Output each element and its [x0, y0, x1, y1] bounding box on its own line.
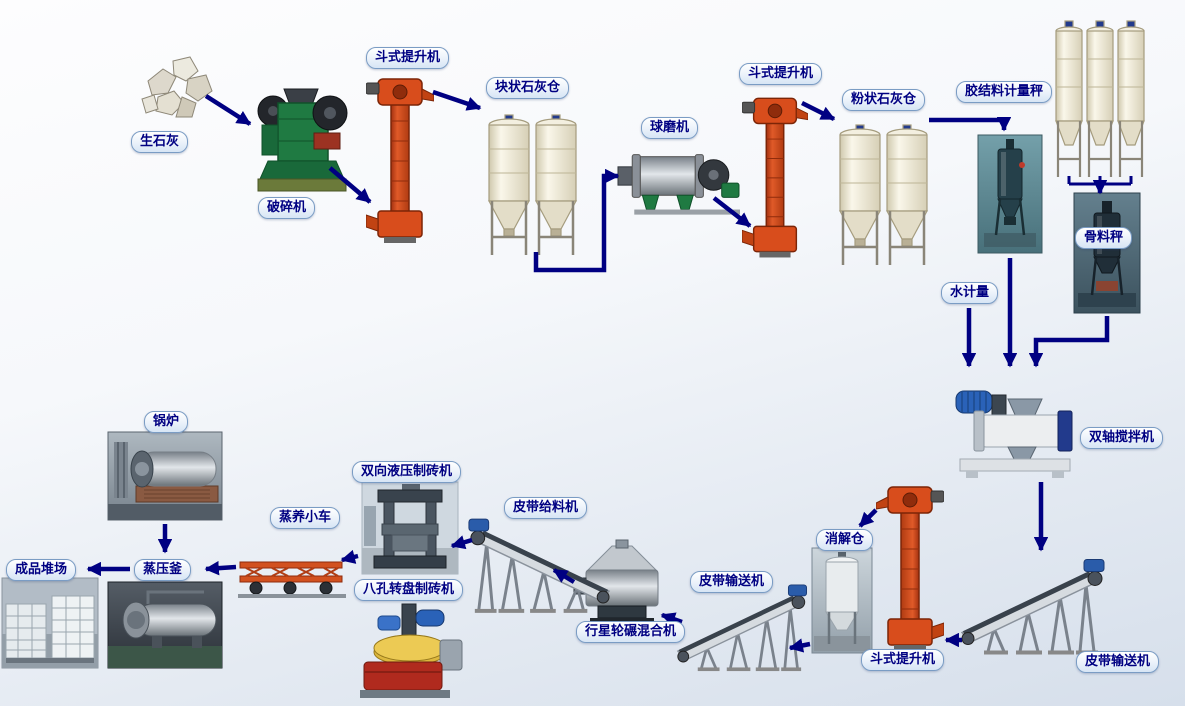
- twin-shaft-mixer-image: [950, 382, 1078, 479]
- label-product-yard: 成品堆场: [6, 559, 77, 581]
- arrow-slaking-silo-to-conveyor-mid: [788, 638, 811, 653]
- arrow-conveyor-mid-to-planetary-mixer: [660, 612, 683, 627]
- steam-cart-image: [238, 548, 346, 600]
- label-autoclave: 蒸压釜: [134, 559, 192, 581]
- product-yard-photo: [1, 577, 99, 669]
- label-twin-shaft-mixer: 双轴搅拌机: [1080, 427, 1164, 449]
- label-binder-metering-scale: 胶结料计量秤: [956, 81, 1053, 103]
- autoclave-photo: [107, 581, 223, 669]
- arrow-crusher-to-elevator1: [328, 166, 372, 204]
- label-boiler: 锅炉: [144, 411, 189, 433]
- arrow-aggregate-scale-to-mixer: [1028, 316, 1110, 368]
- arrow-elevator1-to-lump-silo: [432, 89, 482, 111]
- label-water-metering: 水计量: [941, 282, 999, 304]
- label-aggregate-scale: 骨料秤: [1075, 227, 1133, 249]
- label-lump-lime-silo: 块状石灰仓: [486, 77, 570, 99]
- label-steam-curing-cart: 蒸养小车: [270, 507, 341, 529]
- label-crusher: 破碎机: [258, 197, 316, 219]
- label-hydraulic-brick-machine: 双向液压制砖机: [352, 461, 462, 483]
- binder-scale-photo: [977, 134, 1043, 254]
- label-slaking-silo: 消解仓: [816, 529, 874, 551]
- label-powder-lime-silo: 粉状石灰仓: [842, 89, 926, 111]
- label-planetary-wheel-mixer: 行星轮碾混合机: [576, 621, 686, 643]
- arrow-powder-silo-to-binder-scale: [929, 117, 1012, 132]
- arrow-elevator3-to-slaking-silo: [858, 508, 878, 528]
- arrow-elevator2-to-powder-silo: [800, 100, 836, 122]
- label-belt-conveyor-mid: 皮带输送机: [690, 571, 774, 593]
- label-quicklime: 生石灰: [131, 131, 189, 153]
- arrow-feeder-to-brick-machines: [450, 535, 473, 550]
- label-ball-mill: 球磨机: [641, 117, 699, 139]
- label-bucket-elevator-2: 斗式提升机: [739, 63, 823, 85]
- arrow-planetary-mixer-to-feeder: [552, 568, 576, 584]
- arrow-cart-to-autoclave: [204, 560, 237, 576]
- rotary-brick-machine-image: [356, 600, 464, 702]
- quicklime-image: [138, 50, 218, 124]
- hydraulic-brick-machine-photo: [361, 481, 459, 575]
- arrow-brick-machines-to-cart: [340, 549, 359, 564]
- label-rotary-disc-brick-machine: 八孔转盘制砖机: [354, 579, 464, 601]
- label-bucket-elevator-3: 斗式提升机: [861, 649, 945, 671]
- label-belt-feeder: 皮带给料机: [504, 497, 588, 519]
- crusher-image: [256, 84, 348, 198]
- slaking-silo-photo: [811, 547, 873, 654]
- arrow-quicklime-to-crusher: [204, 94, 252, 126]
- ball-mill-image: [617, 138, 740, 216]
- label-bucket-elevator-1: 斗式提升机: [366, 47, 450, 69]
- silo-manifold-lines: [1067, 176, 1133, 186]
- arrow-lump-silo-to-ball-mill: [533, 168, 620, 273]
- boiler-photo: [107, 431, 223, 521]
- label-belt-conveyor-right: 皮带输送机: [1076, 651, 1160, 673]
- arrow-ball-mill-to-elevator2: [712, 196, 752, 228]
